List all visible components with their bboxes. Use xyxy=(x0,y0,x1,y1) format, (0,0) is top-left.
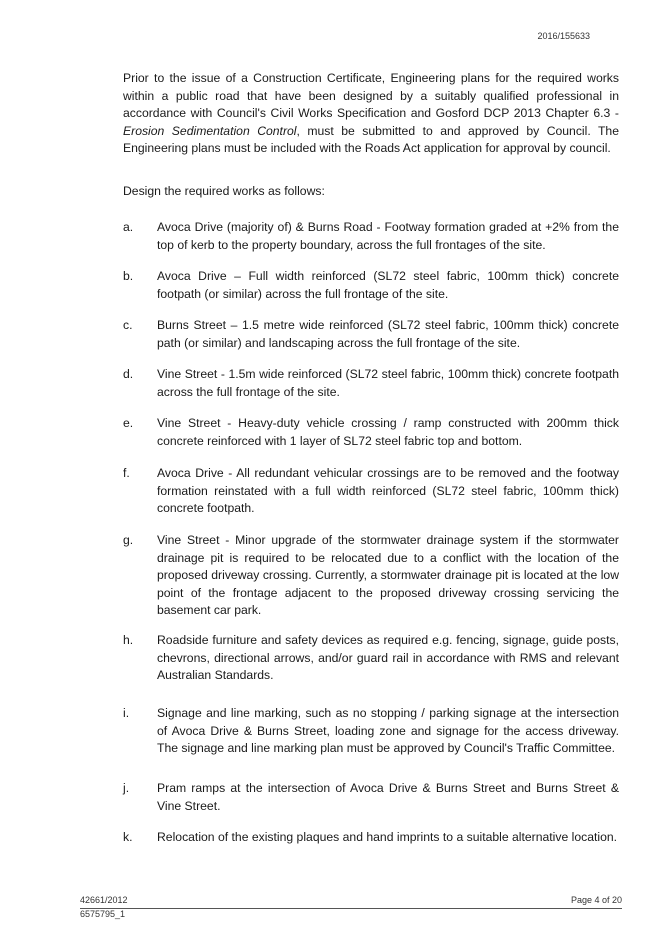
list-item-text: Vine Street - Heavy-duty vehicle crossin… xyxy=(157,416,619,448)
list-item-text: Avoca Drive (majority of) & Burns Road -… xyxy=(157,220,619,252)
list-item-text: Pram ramps at the intersection of Avoca … xyxy=(157,781,619,813)
list-marker: i. xyxy=(123,706,130,720)
list-item-text: Vine Street - 1.5m wide reinforced (SL72… xyxy=(157,367,619,399)
list-marker: c. xyxy=(123,318,133,332)
list-marker: e. xyxy=(123,416,134,430)
list-item-text: Roadside furniture and safety devices as… xyxy=(157,633,619,683)
footer-divider xyxy=(80,908,622,909)
list-marker: b. xyxy=(123,269,134,283)
design-heading: Design the required works as follows: xyxy=(123,184,325,198)
intro-paragraph: Prior to the issue of a Construction Cer… xyxy=(123,70,619,158)
list-marker: d. xyxy=(123,367,134,381)
list-item-text: Avoca Drive – Full width reinforced (SL7… xyxy=(157,269,619,301)
list-marker: h. xyxy=(123,633,134,647)
intro-italic-title: Erosion Sedimentation Control xyxy=(123,123,297,138)
document-number: 6575795_1 xyxy=(80,909,126,919)
list-item-text: Relocation of the existing plaques and h… xyxy=(157,830,618,844)
list-item-text: Vine Street - Minor upgrade of the storm… xyxy=(157,533,619,618)
list-marker: g. xyxy=(123,533,134,547)
file-number: 42661/2012 xyxy=(80,895,128,905)
intro-text-part1: Prior to the issue of a Construction Cer… xyxy=(123,71,619,121)
list-marker: k. xyxy=(123,830,133,844)
list-item-text: Avoca Drive - All redundant vehicular cr… xyxy=(157,466,619,516)
list-item-text: Signage and line marking, such as no sto… xyxy=(157,706,619,756)
list-marker: j. xyxy=(123,781,130,795)
page-number: Page 4 of 20 xyxy=(570,895,622,905)
list-marker: a. xyxy=(123,220,134,234)
list-item-text: Burns Street – 1.5 metre wide reinforced… xyxy=(157,318,619,350)
intro-text-part2: , must be submitted to and approved by C… xyxy=(123,123,619,156)
list-marker: f. xyxy=(123,466,130,480)
document-reference: 2016/155633 xyxy=(537,31,590,41)
